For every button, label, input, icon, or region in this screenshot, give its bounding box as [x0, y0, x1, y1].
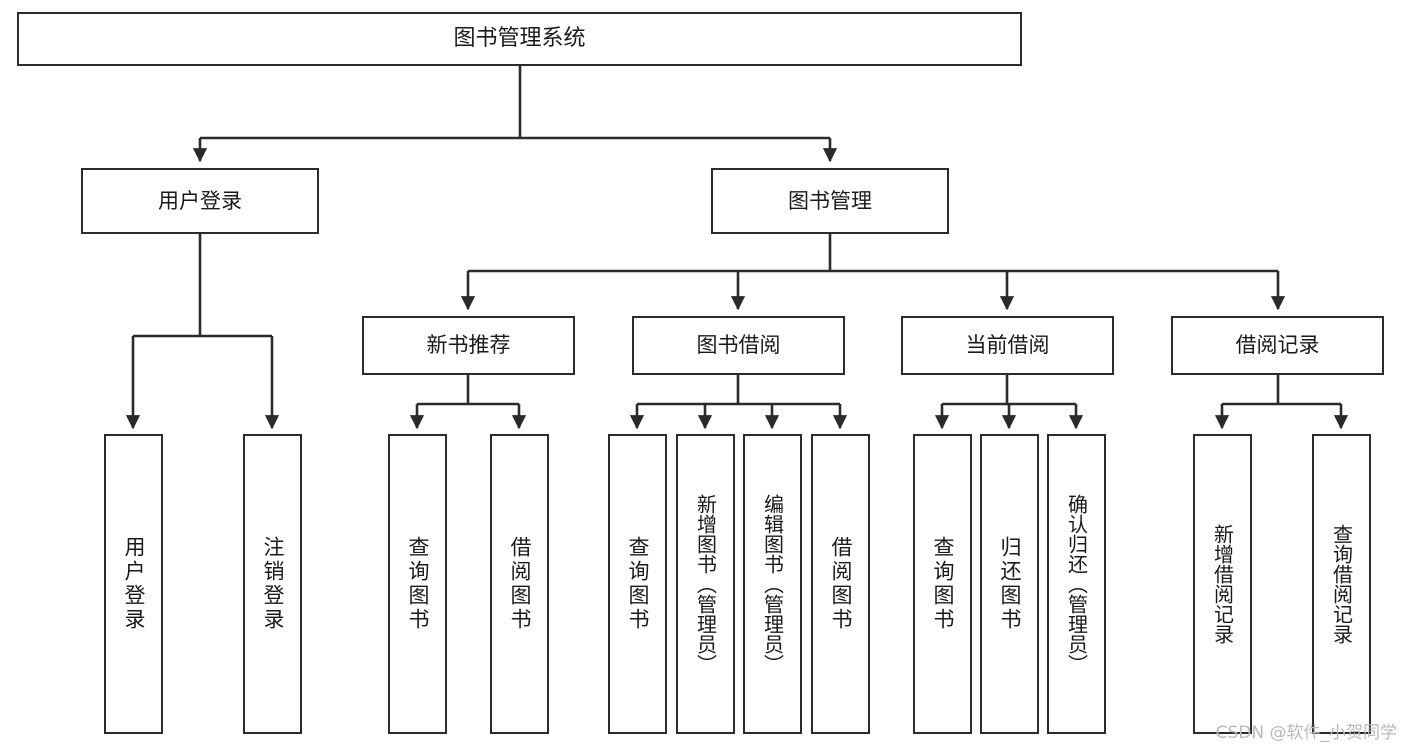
watermark: CSDN @软件_小贺同学	[1215, 723, 1397, 743]
node-label: 用户登录	[122, 536, 146, 632]
node-book-borrow[interactable]: 图书借阅	[632, 316, 845, 375]
node-label: 借阅记录	[1235, 333, 1320, 358]
node-leaf-confirm-return[interactable]: 确认归还（管理员）	[1047, 434, 1106, 734]
node-borrow-record[interactable]: 借阅记录	[1171, 316, 1384, 375]
node-label: 新书推荐	[426, 333, 511, 358]
node-leaf-query-book-2[interactable]: 查询图书	[608, 434, 667, 734]
node-label: 编辑图书（管理员）	[760, 494, 785, 674]
node-label: 图书借阅	[696, 333, 781, 358]
node-leaf-add-book[interactable]: 新增图书（管理员）	[676, 434, 735, 734]
node-label: 查询图书	[406, 536, 430, 632]
node-leaf-query-book-1[interactable]: 查询图书	[388, 434, 447, 734]
node-new-book-recommend[interactable]: 新书推荐	[362, 316, 575, 375]
node-label: 图书管理	[788, 188, 872, 213]
node-leaf-borrow-book-1[interactable]: 借阅图书	[490, 434, 549, 734]
node-label: 用户登录	[158, 188, 242, 213]
node-leaf-query-book-3[interactable]: 查询图书	[913, 434, 972, 734]
node-label: 查询图书	[931, 536, 955, 632]
node-leaf-borrow-book-2[interactable]: 借阅图书	[811, 434, 870, 734]
node-label: 归还图书	[998, 536, 1022, 632]
node-current-borrow[interactable]: 当前借阅	[901, 316, 1114, 375]
node-leaf-query-borrow-record[interactable]: 查询借阅记录	[1312, 434, 1371, 734]
node-book-management[interactable]: 图书管理	[711, 168, 949, 234]
node-label: 查询图书	[626, 536, 650, 632]
node-leaf-user-login[interactable]: 用户登录	[104, 434, 163, 734]
node-root-system[interactable]: 图书管理系统	[17, 12, 1022, 66]
node-label: 注销登录	[261, 536, 285, 632]
node-label: 新增借阅记录	[1210, 524, 1235, 644]
node-label: 查询借阅记录	[1329, 524, 1354, 644]
node-label: 借阅图书	[829, 536, 853, 632]
node-label: 图书管理系统	[453, 26, 586, 52]
node-leaf-add-borrow-record[interactable]: 新增借阅记录	[1193, 434, 1252, 734]
node-label: 新增图书（管理员）	[693, 494, 718, 674]
node-label: 当前借阅	[965, 333, 1050, 358]
node-leaf-edit-book[interactable]: 编辑图书（管理员）	[743, 434, 802, 734]
node-label: 借阅图书	[508, 536, 532, 632]
node-user-login[interactable]: 用户登录	[81, 168, 319, 234]
node-leaf-logout[interactable]: 注销登录	[243, 434, 302, 734]
node-leaf-return-book[interactable]: 归还图书	[980, 434, 1039, 734]
node-label: 确认归还（管理员）	[1064, 494, 1089, 674]
